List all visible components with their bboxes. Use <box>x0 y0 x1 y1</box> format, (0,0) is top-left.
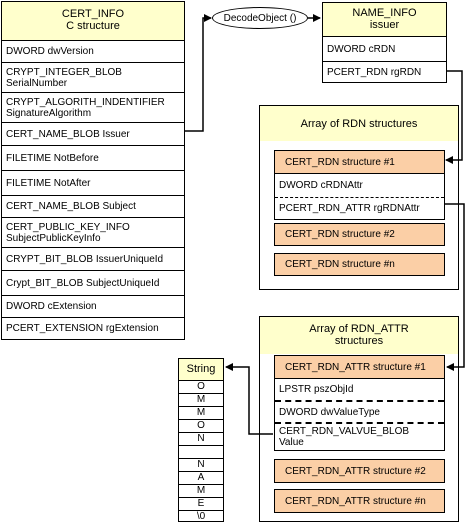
name-info-field-rgrdn: PCERT_RDN rgRDN <box>323 61 446 83</box>
cert-info-field-issuer: CERT_NAME_BLOB Issuer <box>2 122 184 145</box>
cert-info-subtitle: C structure <box>66 20 120 32</box>
connector-value-to-string <box>225 363 273 435</box>
rdn-structure-1: CERT_RDN structure #1 DWORD cRDNAttr PCE… <box>274 150 445 220</box>
rdn-attr-structure-n: CERT_RDN_ATTR structure #n <box>274 489 445 513</box>
cert-info-field-rgextension: PCERT_EXTENSION rgExtension <box>2 317 184 339</box>
string-char: M <box>179 393 223 406</box>
cert-info-field-subject: CERT_NAME_BLOB Subject <box>2 195 184 217</box>
rdn-attr-array-container: Array of RDN_ATTR structures CERT_RDN_AT… <box>259 316 459 522</box>
string-char: N <box>179 432 223 445</box>
string-char: O <box>179 380 223 393</box>
connector-rgrdn-to-rdn <box>445 70 463 164</box>
rdn-attr-structure-2: CERT_RDN_ATTR structure #2 <box>274 459 445 483</box>
rdn-field-rgrdnattr: PCERT_RDN_ATTR rgRDNAttr <box>275 197 444 219</box>
string-char: E <box>179 497 223 510</box>
cert-info-field-subject-uid: Crypt_BIT_BLOB SubjectUniqueId <box>2 270 184 295</box>
rdn-attr-field-valuetype: DWORD dwValueType <box>275 400 444 422</box>
cert-info-field-issuer-uid: CRYPT_BIT_BLOB IssuerUniqueId <box>2 247 184 270</box>
rdn-array-title: Array of RDN structures <box>300 117 418 130</box>
name-info-subtitle: issuer <box>369 19 400 31</box>
rdn-attr-field-objid: LPSTR pszObjId <box>275 378 444 400</box>
name-info-structure: NAME_INFO issuer DWORD cRDN PCERT_RDN rg… <box>322 2 447 83</box>
name-info-field-crdn: DWORD cRDN <box>323 36 446 61</box>
rdn-attr-array-subtitle: structures <box>334 335 384 347</box>
string-char: \0 <box>179 510 223 522</box>
rdn-attr-structure-1-header: CERT_RDN_ATTR structure #1 <box>275 356 444 378</box>
cert-info-field-version: DWORD dwVersion <box>2 40 184 62</box>
rdn-array-container: Array of RDN structures CERT_RDN structu… <box>259 105 459 290</box>
rdn-array-header: Array of RDN structures <box>260 106 458 141</box>
string-char: N <box>179 458 223 471</box>
rdn-field-crdnattr: DWORD cRDNAttr <box>275 173 444 197</box>
string-char <box>179 445 223 458</box>
rdn-structure-2: CERT_RDN structure #2 <box>274 223 445 246</box>
connector-rgrdnattr-to-rdn-attr <box>444 203 465 371</box>
cert-info-title: CERT_INFO <box>61 8 125 20</box>
cert-info-structure: CERT_INFO C structure DWORD dwVersion CR… <box>1 1 185 340</box>
decode-object-ellipse: DecodeObject () <box>212 7 308 29</box>
connector-issuer-to-decode <box>185 14 212 132</box>
string-structure: String O M M O N N A M E \0 <box>178 358 224 522</box>
name-info-header: NAME_INFO issuer <box>323 3 446 36</box>
string-char: M <box>179 406 223 419</box>
rdn-attr-structure-1: CERT_RDN_ATTR structure #1 LPSTR pszObjI… <box>274 355 445 451</box>
cert-info-header: CERT_INFO C structure <box>2 2 184 40</box>
rdn-structure-1-header: CERT_RDN structure #1 <box>275 151 444 173</box>
string-char: A <box>179 471 223 484</box>
cert-info-field-notafter: FILETIME NotAfter <box>2 170 184 195</box>
cert-info-field-notbefore: FILETIME NotBefore <box>2 145 184 170</box>
decode-object-label: DecodeObject () <box>223 12 297 24</box>
rdn-structure-n: CERT_RDN structure #n <box>274 253 445 276</box>
string-header: String <box>179 359 223 380</box>
string-char: M <box>179 484 223 497</box>
rdn-attr-array-title: Array of RDN_ATTR <box>309 323 409 335</box>
string-title: String <box>186 363 216 375</box>
name-info-title: NAME_INFO <box>352 7 417 19</box>
cert-info-field-cextension: DWORD cExtension <box>2 295 184 317</box>
string-char: O <box>179 419 223 432</box>
rdn-attr-array-header: Array of RDN_ATTR structures <box>260 317 458 354</box>
